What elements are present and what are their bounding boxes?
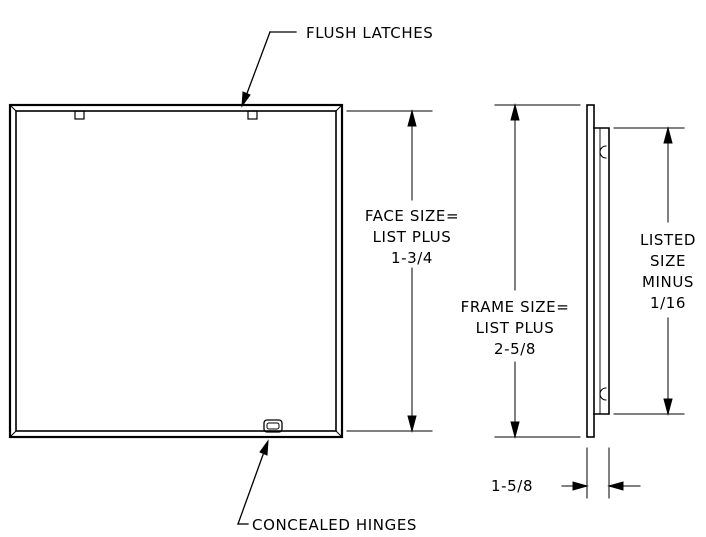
frame-corner-br [335, 430, 343, 438]
face-size-arrow-top [407, 109, 417, 127]
door-side-view [586, 104, 610, 438]
flush-latch-right [247, 110, 258, 120]
concealed-hinges-label: CONCEALED HINGES [252, 516, 417, 534]
side-hinge-bottom [599, 387, 607, 401]
listed-size-line-3: MINUS [642, 273, 694, 291]
concealed-hinges-arrowhead [259, 439, 269, 456]
flush-latches-arrowhead [241, 91, 251, 108]
depth-dimension: 1-5/8 [491, 447, 641, 499]
listed-size-dimension: LISTED SIZE MINUS 1/16 [613, 126, 696, 416]
depth-label: 1-5/8 [491, 477, 533, 495]
frame-size-line-2: LIST PLUS [476, 319, 555, 337]
door-frame-outer [8, 103, 344, 439]
listed-size-arrow-bottom [663, 398, 673, 416]
frame-size-arrow-top [510, 103, 520, 121]
flush-latches-callout: FLUSH LATCHES [241, 24, 433, 108]
door-front-view [8, 103, 344, 439]
side-hinge-top [599, 145, 607, 159]
frame-size-arrow-bottom [510, 421, 520, 439]
flush-latch-left [74, 110, 85, 120]
face-size-line-2: LIST PLUS [373, 228, 452, 246]
side-door-body [593, 127, 610, 415]
listed-size-line-4: 1/16 [650, 294, 686, 312]
face-size-line-1: FACE SIZE= [365, 207, 459, 225]
listed-size-arrow-top [663, 126, 673, 144]
frame-corner-tr [335, 104, 343, 112]
concealed-hinge [263, 419, 283, 433]
flush-latches-label: FLUSH LATCHES [306, 24, 433, 42]
door-panel-inner [15, 110, 337, 432]
frame-size-dimension: FRAME SIZE= LIST PLUS 2-5/8 [461, 103, 581, 439]
face-size-arrow-bottom [407, 415, 417, 433]
concealed-hinges-callout: CONCEALED HINGES [237, 439, 417, 534]
listed-size-line-2: SIZE [650, 252, 686, 270]
listed-size-line-1: LISTED [640, 231, 696, 249]
depth-arrow-right [607, 481, 624, 491]
depth-arrow-left [572, 481, 589, 491]
frame-corner-bl [9, 430, 17, 438]
frame-size-line-3: 2-5/8 [494, 340, 536, 358]
face-size-dimension: FACE SIZE= LIST PLUS 1-3/4 [346, 109, 459, 433]
face-size-line-3: 1-3/4 [391, 249, 433, 267]
frame-size-line-1: FRAME SIZE= [461, 298, 570, 316]
side-frame-flange [586, 104, 595, 438]
frame-corner-tl [9, 104, 17, 112]
